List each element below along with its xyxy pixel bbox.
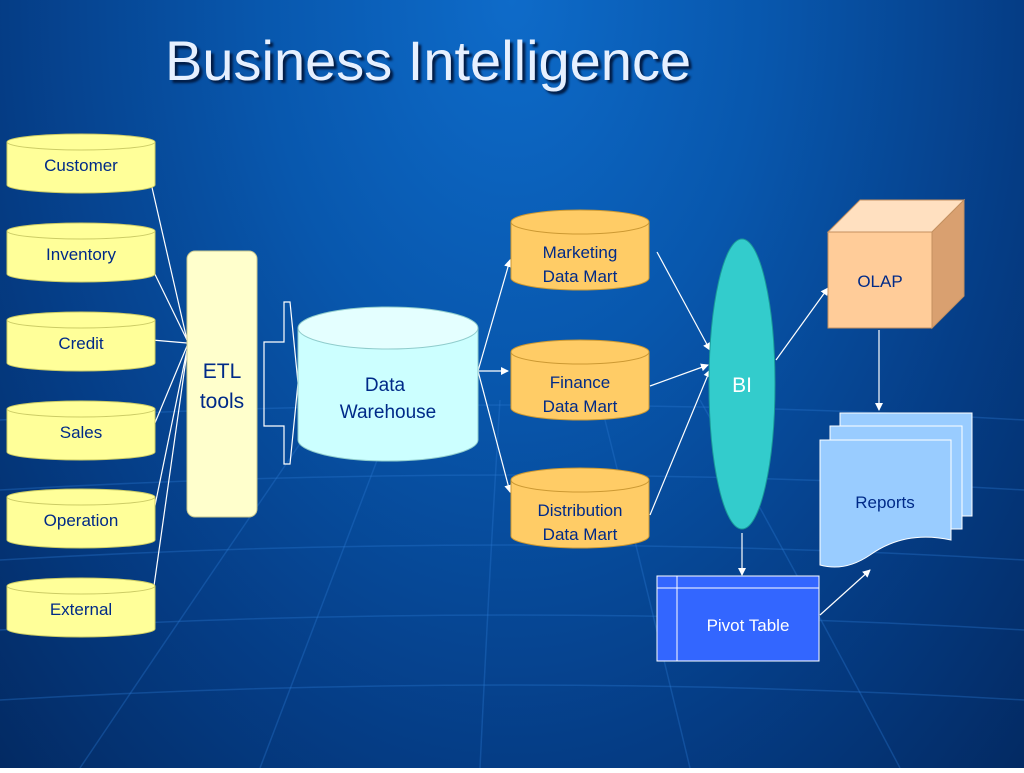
- etl-label-line1: ETL: [203, 360, 242, 383]
- source-credit[interactable]: Credit: [6, 311, 156, 372]
- mart-label-line2: Data Mart: [543, 525, 618, 544]
- slide-title: Business Intelligence: [165, 29, 692, 92]
- data-warehouse-node[interactable]: Data Warehouse: [297, 306, 479, 462]
- reports-node[interactable]: Reports: [819, 412, 973, 568]
- source-label: Operation: [44, 511, 119, 530]
- source-operation[interactable]: Operation: [6, 488, 156, 549]
- pivot-table-node[interactable]: Pivot Table: [656, 575, 820, 662]
- source-label: Sales: [60, 423, 103, 442]
- mart-label-line1: Marketing: [543, 243, 618, 262]
- source-databases: CustomerInventoryCreditSalesOperationExt…: [6, 133, 156, 638]
- source-external[interactable]: External: [6, 577, 156, 638]
- mart-label-line2: Data Mart: [543, 397, 618, 416]
- source-label: External: [50, 600, 112, 619]
- warehouse-label-line1: Data: [365, 375, 406, 396]
- mart-label-line1: Finance: [550, 373, 610, 392]
- bi-node[interactable]: BI: [708, 238, 776, 530]
- etl-label-line2: tools: [200, 390, 244, 413]
- source-inventory[interactable]: Inventory: [6, 222, 156, 283]
- bi-label: BI: [732, 374, 752, 397]
- mart-label-line1: Distribution: [537, 501, 622, 520]
- olap-label: OLAP: [857, 272, 902, 291]
- mart-label-line2: Data Mart: [543, 267, 618, 286]
- source-label: Credit: [58, 334, 104, 353]
- etl-tools-node[interactable]: ETL tools: [186, 250, 258, 518]
- source-label: Customer: [44, 156, 118, 175]
- warehouse-label-line2: Warehouse: [340, 402, 436, 423]
- reports-label: Reports: [855, 493, 915, 512]
- olap-cube-node[interactable]: OLAP: [826, 198, 966, 330]
- source-sales[interactable]: Sales: [6, 400, 156, 461]
- source-customer[interactable]: Customer: [6, 133, 156, 194]
- pivot-table-label: Pivot Table: [707, 616, 790, 635]
- source-label: Inventory: [46, 245, 116, 264]
